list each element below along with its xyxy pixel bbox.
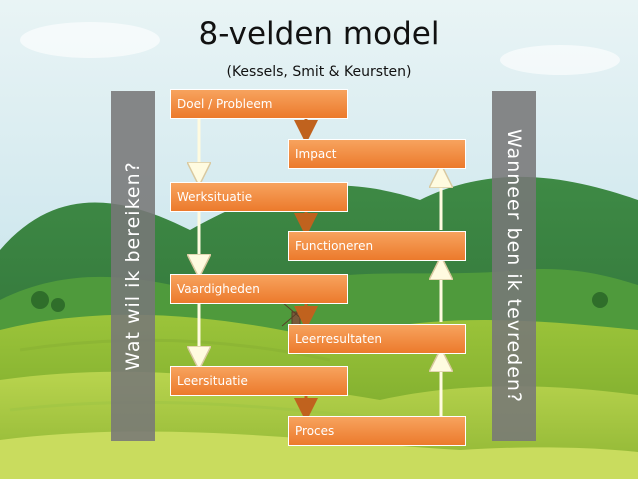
box-impact: Impact xyxy=(288,139,466,169)
box-proces: Proces xyxy=(288,416,466,446)
box-doel-probleem: Doel / Probleem xyxy=(170,89,348,119)
left-side-panel: Wat wil ik bereiken? xyxy=(111,91,155,441)
diagram-subtitle: (Kessels, Smit & Keursten) xyxy=(226,64,412,80)
right-side-panel: Wanneer ben ik tevreden? xyxy=(492,91,536,441)
box-functioneren: Functioneren xyxy=(288,231,466,261)
box-werksituatie: Werksituatie xyxy=(170,182,348,212)
diagram-title: 8-velden model xyxy=(198,16,440,52)
box-vaardigheden: Vaardigheden xyxy=(170,274,348,304)
box-leerresultaten: Leerresultaten xyxy=(288,324,466,354)
box-leersituatie: Leersituatie xyxy=(170,366,348,396)
